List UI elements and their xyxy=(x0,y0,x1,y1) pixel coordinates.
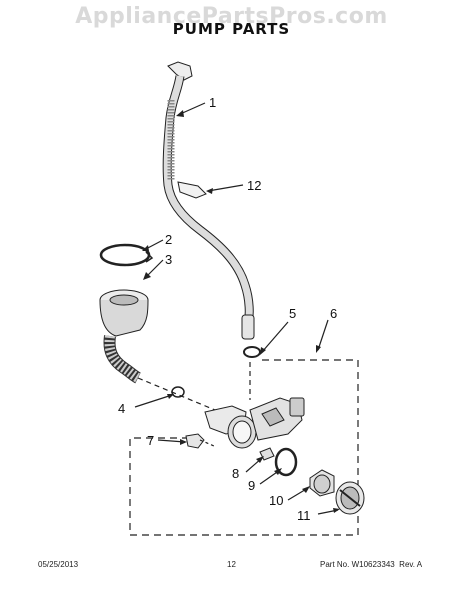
pump-bellows xyxy=(99,289,149,384)
pump-assembly-box xyxy=(129,359,359,536)
footer-date: 05/25/2013 xyxy=(38,560,79,569)
footer-revision: Rev. A xyxy=(399,560,423,569)
callout-5: 5 xyxy=(289,306,296,321)
arrowheads xyxy=(142,110,340,513)
filter-cap xyxy=(335,481,365,515)
callout-9: 9 xyxy=(248,478,255,493)
drain-filter xyxy=(309,469,335,497)
callout-6: 6 xyxy=(330,306,337,321)
footer-page-number: 12 xyxy=(227,560,236,569)
pump-sensor xyxy=(185,433,215,449)
callout-3: 3 xyxy=(165,252,172,267)
page-title: PUMP PARTS xyxy=(172,20,291,38)
callout-2: 2 xyxy=(165,232,172,247)
footer-part-number: Part No. W10623343 xyxy=(320,560,395,569)
callout-12: 12 xyxy=(247,178,261,193)
filter-ring xyxy=(274,447,298,477)
callout-4: 4 xyxy=(118,401,125,416)
pump-body xyxy=(204,397,305,449)
small-clamp xyxy=(171,386,185,398)
drain-hose xyxy=(162,61,255,340)
watermark: AppliancePartsPros.com xyxy=(75,4,388,29)
callout-7: 7 xyxy=(147,433,154,448)
clamp-ring xyxy=(99,243,154,267)
hose-clip xyxy=(177,181,207,199)
assembly-lines xyxy=(137,362,251,411)
callout-11: 11 xyxy=(297,508,311,523)
footer-part-info: Part No. W10623343 Rev. A xyxy=(320,560,422,569)
o-ring xyxy=(243,346,261,358)
callout-8: 8 xyxy=(232,466,239,481)
callout-1: 1 xyxy=(209,95,216,110)
callout-10: 10 xyxy=(269,493,283,508)
